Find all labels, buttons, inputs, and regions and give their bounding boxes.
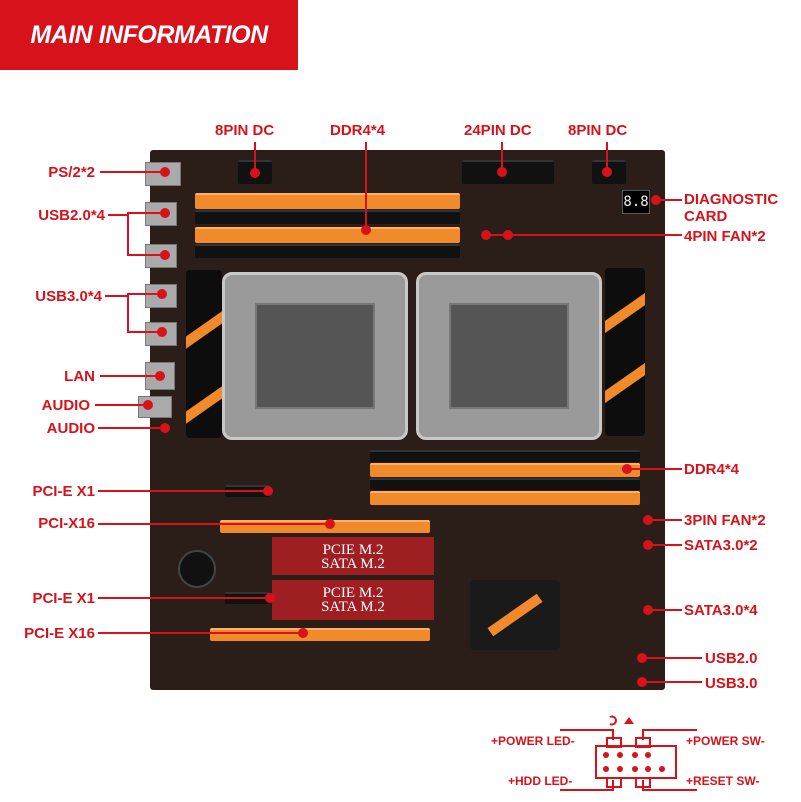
label-diagnostic: DIAGNOSTIC <box>684 191 779 208</box>
label-reset-sw: +RESET SW- <box>686 774 760 788</box>
label-power-led: +POWER LED- <box>491 734 575 748</box>
label-24pin-dc: 24PIN DC <box>464 122 532 139</box>
label-ddr4-top: DDR4*4 <box>330 122 386 139</box>
m2-label: SATA M.2 <box>321 556 385 572</box>
ram-slot <box>195 244 460 258</box>
label-pcie-x16: PCI-E X16 <box>24 625 95 642</box>
usb3-port <box>145 284 177 308</box>
8pin-connector-right <box>592 160 626 184</box>
label-card: CARD <box>684 208 728 225</box>
ram-slot <box>370 491 640 505</box>
label-audio-2: AUDIO <box>46 420 95 437</box>
ram-slot <box>370 478 640 490</box>
vrm-heatsink-left <box>186 270 222 438</box>
ram-slot <box>370 463 640 477</box>
m2-label: SATA M.2 <box>321 599 385 615</box>
label-usb3: USB3.0 <box>705 675 758 692</box>
label-pcie-x1-1: PCI-E X1 <box>32 483 95 500</box>
vrm-heatsink-right <box>605 268 645 436</box>
label-ddr4-right: DDR4*4 <box>684 461 740 478</box>
ram-slot <box>195 227 460 243</box>
label-power-sw: +POWER SW- <box>686 734 765 748</box>
label-8pin-dc-left: 8PIN DC <box>215 122 275 139</box>
diagnostic-display: 8.8 <box>622 190 650 214</box>
cpu-socket-1 <box>222 272 408 440</box>
cmos-battery <box>178 550 216 588</box>
label-sata-x4: SATA3.0*4 <box>684 602 758 619</box>
m2-label: PCIE M.2 <box>322 585 384 601</box>
label-pcie-x1-2: PCI-E X1 <box>32 590 95 607</box>
label-hdd-led: +HDD LED- <box>508 774 573 788</box>
label-lan: LAN <box>64 368 95 385</box>
usb3-port <box>145 322 177 346</box>
label-usb3-x4: USB3.0*4 <box>35 288 102 305</box>
ram-slot <box>370 450 640 462</box>
label-ps2: PS/2*2 <box>48 164 95 181</box>
ps2-port <box>145 162 181 186</box>
front-panel-diagram <box>560 715 697 791</box>
chipset-heatsink <box>470 580 560 650</box>
label-3pin-fan: 3PIN FAN*2 <box>684 512 766 529</box>
ram-slot <box>195 210 460 224</box>
main-information-header: MAIN INFORMATION <box>0 0 298 70</box>
label-audio-1: AUDIO <box>41 397 90 414</box>
label-8pin-dc-right: 8PIN DC <box>568 122 628 139</box>
m2-label: PCIE M.2 <box>322 542 384 558</box>
24pin-connector <box>462 160 554 184</box>
label-sata-x2: SATA3.0*2 <box>684 537 758 554</box>
label-pci-x16: PCI-X16 <box>38 515 95 532</box>
label-4pin-fan: 4PIN FAN*2 <box>684 228 766 245</box>
ram-slot <box>195 193 460 209</box>
label-usb2: USB2.0 <box>705 650 758 667</box>
cpu-socket-2 <box>416 272 602 440</box>
pcie-x16-slot <box>210 628 430 641</box>
label-usb2-x4: USB2.0*4 <box>38 207 105 224</box>
